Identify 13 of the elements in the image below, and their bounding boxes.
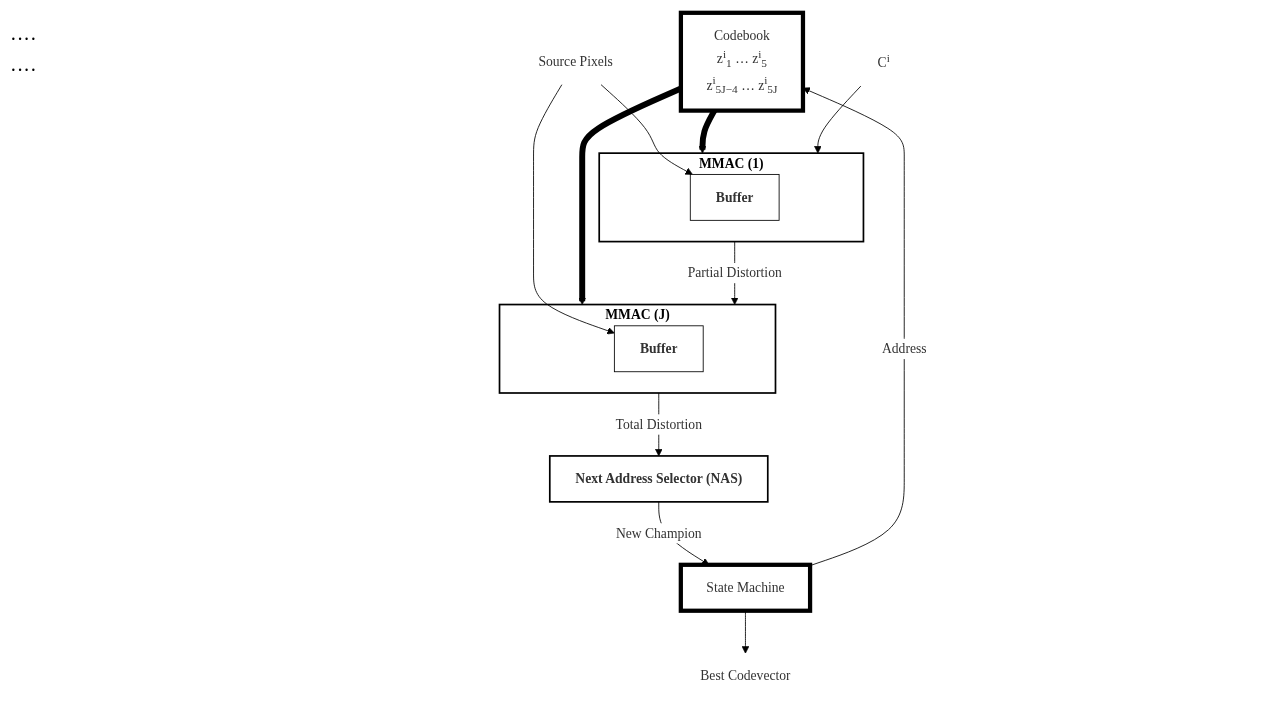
node-text: Best Codevector <box>700 668 791 684</box>
edge-label: Partial Distortion <box>687 265 782 280</box>
ellipsis-label: ···· <box>10 59 38 82</box>
node-box: State Machine <box>678 562 813 613</box>
edge-label: Total Distortion <box>615 416 702 432</box>
node-text: Source Pixels <box>538 54 613 69</box>
ellipsis-label: ···· <box>10 28 38 51</box>
node-box: Buffer <box>613 325 704 373</box>
node-box: Next Address Selector (NAS) <box>548 455 769 503</box>
node-box: Buffer <box>689 174 780 221</box>
edge-label: Address <box>881 341 927 356</box>
edge-label: New Champion <box>615 525 702 541</box>
node-text: C$^{i}$ <box>877 51 890 70</box>
